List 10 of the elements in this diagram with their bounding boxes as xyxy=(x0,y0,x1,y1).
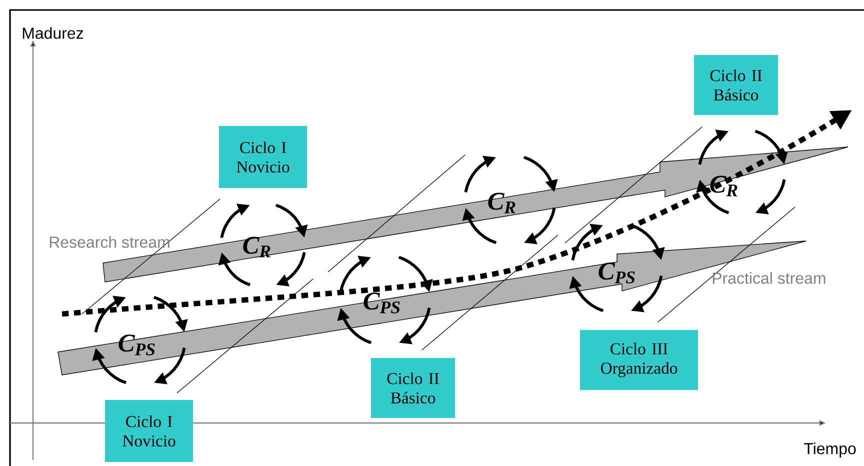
cycle-box: Ciclo II Básico xyxy=(371,358,455,418)
cycle-label: C$_{PS}$ xyxy=(598,262,635,284)
cycle-box: Ciclo I Novicio xyxy=(219,126,307,188)
axis-label: Tiempo xyxy=(804,442,856,458)
cycle-box: Ciclo I Novicio xyxy=(105,400,193,462)
axis-label: Madurez xyxy=(22,27,84,39)
cycle-label: C$_{R}$ xyxy=(243,236,270,258)
stream-label: Practical stream xyxy=(712,272,826,284)
cycle-box: Ciclo II Básico xyxy=(694,55,778,115)
cycle-box: Ciclo III Organizado xyxy=(580,330,698,390)
